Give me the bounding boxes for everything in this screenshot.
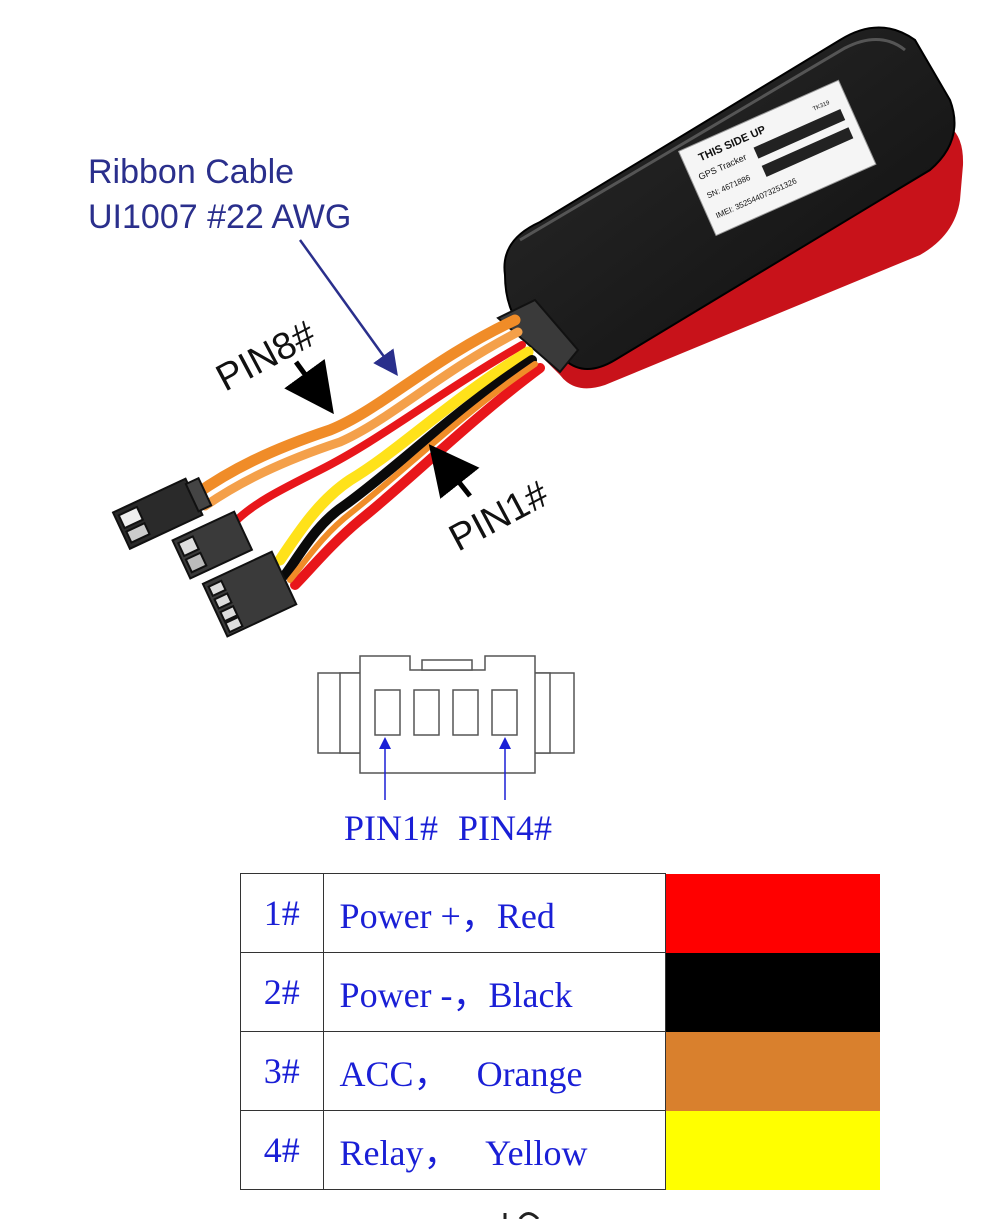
pin-description: Power -，Black: [322, 952, 667, 1032]
plug-connectors: [111, 476, 298, 638]
sticker-barcode-1: [753, 108, 846, 159]
device-top-edge: [519, 38, 906, 242]
pin-color-table: 1# Power +，Red 2# Power -，Black 3# ACC， …: [240, 873, 880, 1190]
wire-red-b: [290, 363, 545, 590]
wire-orange-3: [287, 361, 538, 583]
pin-description: Relay， Yellow: [322, 1110, 667, 1190]
pin-number: 2#: [240, 952, 324, 1032]
color-swatch-red: [665, 873, 880, 953]
pin8-label: PIN8#: [210, 313, 323, 400]
connector-slot-4: [491, 689, 518, 736]
wire-black: [280, 355, 537, 580]
table-row: 4# Relay， Yellow: [240, 1110, 880, 1190]
color-swatch-yellow: [665, 1110, 880, 1190]
pin-number: 1#: [240, 873, 324, 953]
connector-slot-3: [452, 689, 479, 736]
connector-slot-2: [413, 689, 440, 736]
wire-orange-1: [189, 314, 521, 501]
table-row: 1# Power +，Red: [240, 873, 880, 953]
pin-number: 4#: [240, 1110, 324, 1190]
ribbon-cable-line2: UI1007 #22 AWG: [88, 198, 351, 236]
pin8-arrow: [284, 358, 334, 415]
bottom-cutoff-mark: [503, 1212, 540, 1219]
plug-4pin: [201, 550, 298, 638]
gps-tracker-device: THIS SIDE UP TK319 GPS Tracker SN: 46718…: [496, 26, 964, 389]
connector-face: [317, 655, 575, 774]
table-row: 2# Power -，Black: [240, 952, 880, 1032]
connector-slot-1: [374, 689, 401, 736]
pin-table-body: 1# Power +，Red 2# Power -，Black 3# ACC， …: [240, 873, 880, 1190]
plug-2pin: [111, 476, 213, 551]
wire-yellow: [274, 346, 534, 566]
ribbon-cable-line1: Ribbon Cable: [88, 153, 294, 191]
connector-housing: [359, 655, 536, 774]
pin-number: 3#: [240, 1031, 324, 1111]
connector-latch: [421, 659, 473, 671]
sticker-barcode-2: [761, 127, 854, 177]
pin-description: ACC， Orange: [322, 1031, 667, 1111]
ribbon-cable-arrow: [298, 239, 398, 377]
table-row: 3# ACC， Orange: [240, 1031, 880, 1111]
wire-bundle: [189, 314, 545, 590]
connector-pin4-label: PIN4#: [458, 808, 552, 848]
wire-orange-2: [200, 327, 523, 511]
pin-description: Power +，Red: [322, 873, 667, 953]
pin1-arrow: [428, 444, 480, 499]
plug-2pin-small: [171, 510, 254, 580]
connector-pin1-label: PIN1#: [344, 808, 438, 848]
color-swatch-black: [665, 952, 880, 1032]
color-swatch-orange: [665, 1031, 880, 1111]
wire-red-a: [228, 341, 526, 529]
